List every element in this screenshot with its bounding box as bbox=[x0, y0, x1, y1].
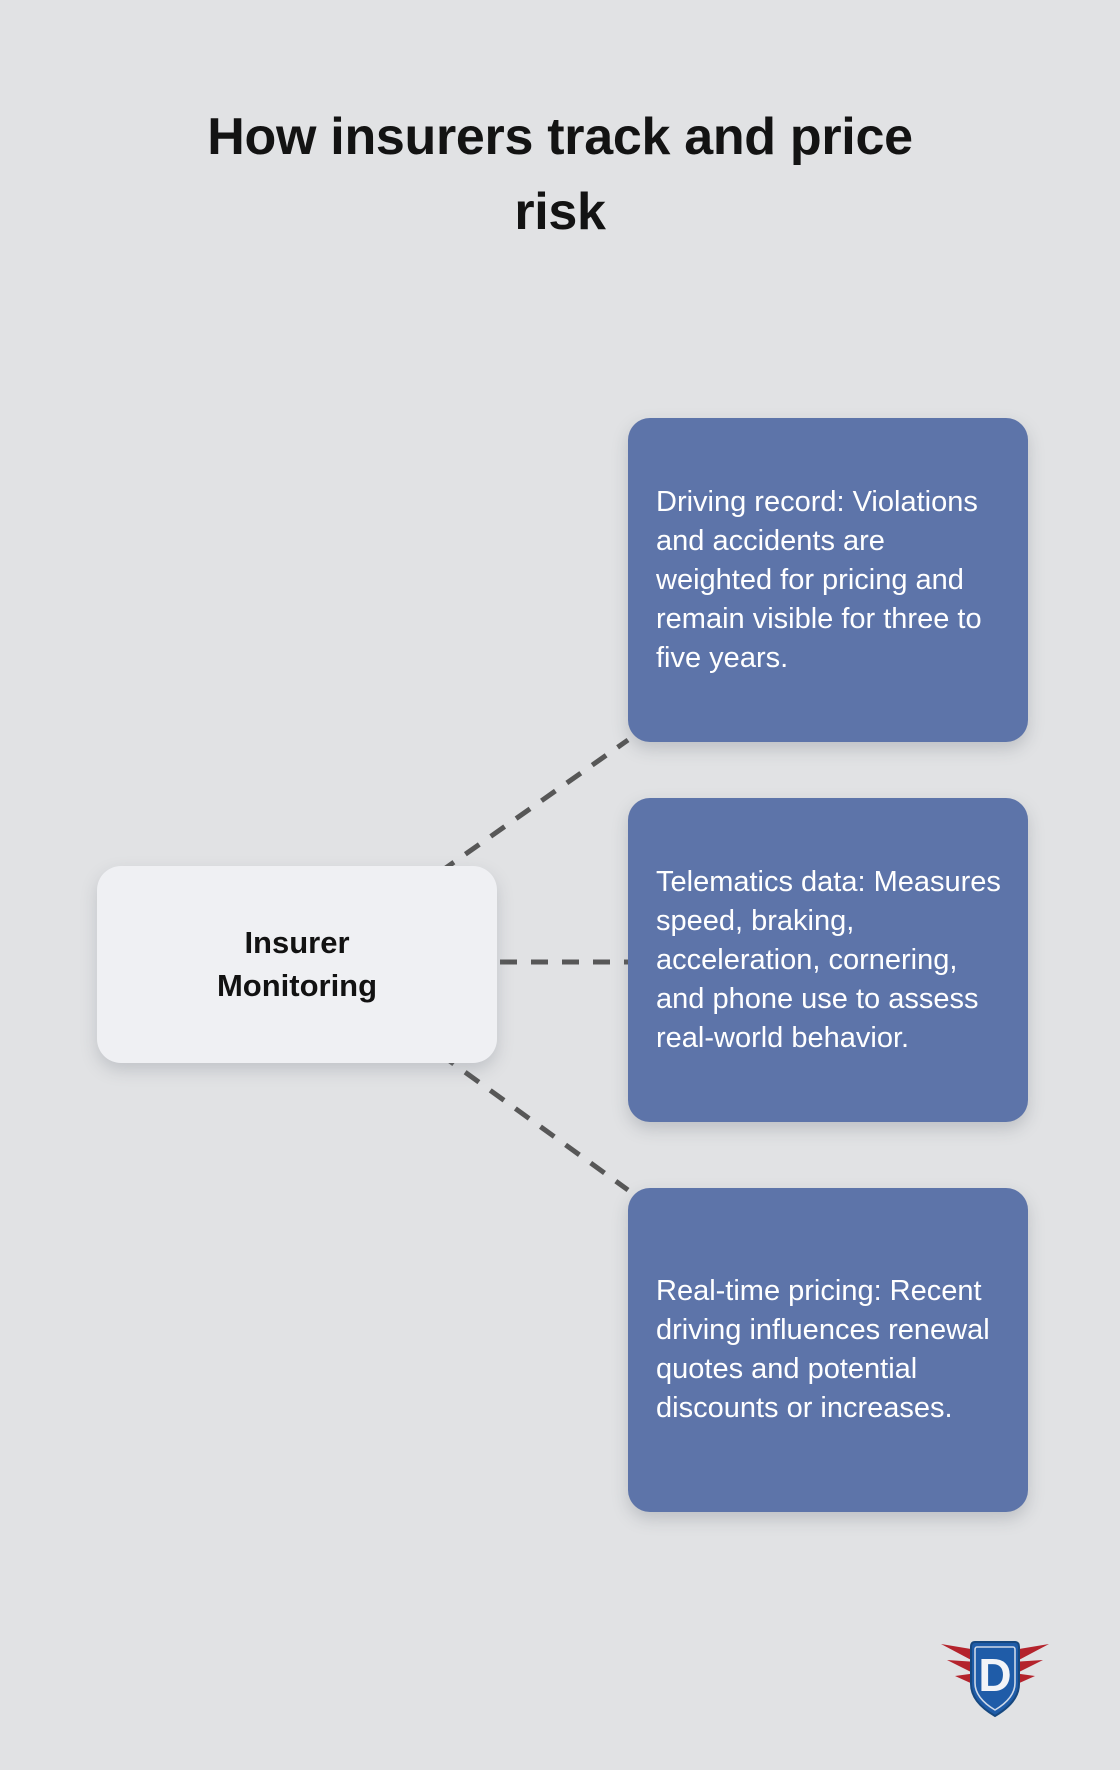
right-wing-icon bbox=[1013, 1644, 1049, 1685]
connector-line-real-time-pricing bbox=[438, 1051, 630, 1193]
shield-inner-outline bbox=[974, 1646, 1016, 1711]
center-node-label: Insurer Monitoring bbox=[216, 924, 378, 1003]
branch-card-real-time-pricing[interactable]: Real-time pricing: Recent driving influe… bbox=[628, 1188, 1028, 1512]
center-node-insurer-monitoring[interactable]: Insurer Monitoring bbox=[97, 866, 497, 1063]
shield-icon bbox=[970, 1641, 1020, 1718]
shield-wings-logo: D bbox=[941, 1641, 1049, 1718]
branch-card-driving-record[interactable]: Driving record: Violations and accidents… bbox=[628, 418, 1028, 742]
branch-card-text: Driving record: Violations and accidents… bbox=[656, 485, 982, 674]
page-title-line-2: risk bbox=[514, 183, 606, 242]
logo-letter: D bbox=[978, 1649, 1011, 1701]
page-title: How insurers track and price risk bbox=[90, 100, 1030, 251]
branch-card-text: Real-time pricing: Recent driving influe… bbox=[656, 1275, 990, 1424]
branch-card-text: Telematics data: Measures speed, braking… bbox=[656, 865, 1001, 1054]
branch-card-telematics-data[interactable]: Telematics data: Measures speed, braking… bbox=[628, 798, 1028, 1122]
connector-line-driving-record bbox=[438, 737, 630, 875]
page-title-line-1: How insurers track and price bbox=[207, 108, 913, 166]
